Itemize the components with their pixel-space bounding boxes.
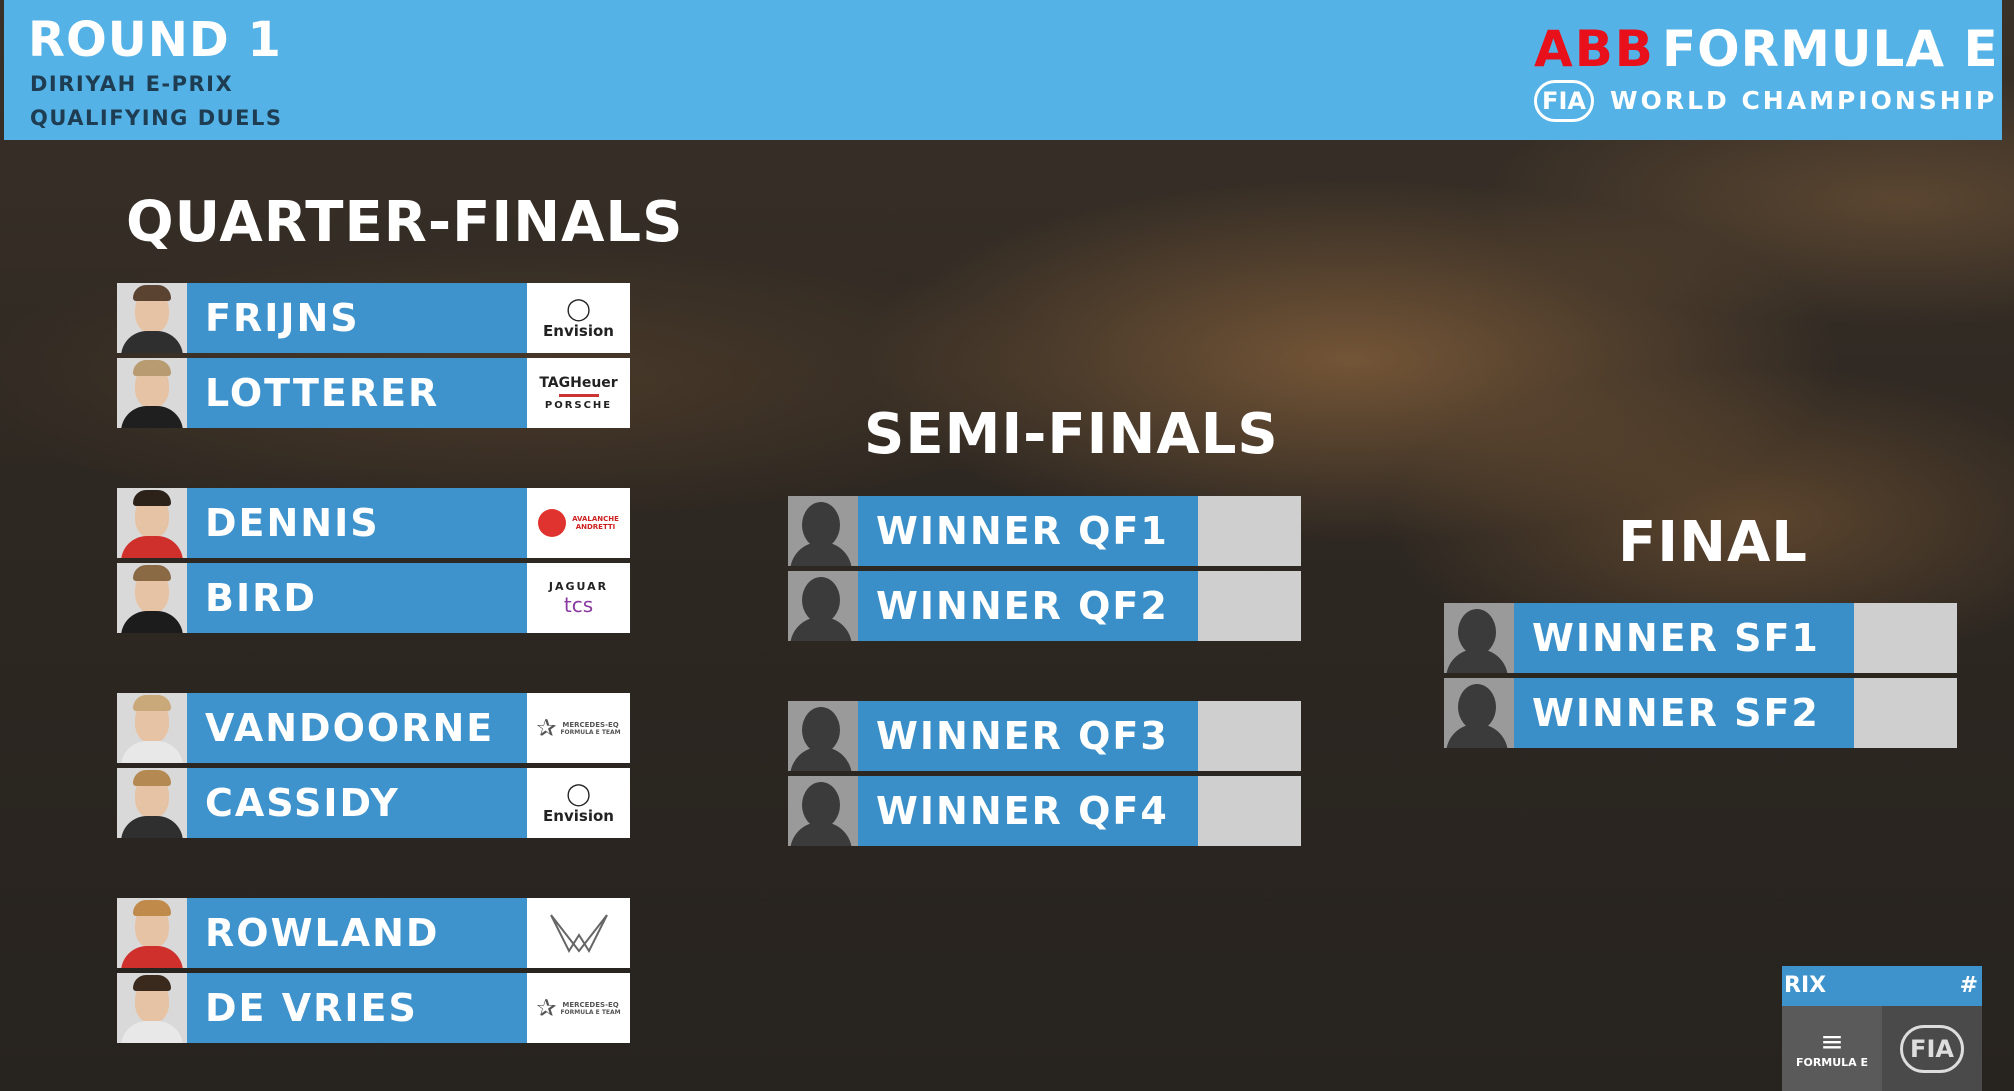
team-logo: ✰ MERCEDES-EQ FORMULA E TEAM bbox=[527, 973, 630, 1043]
header-bar: ROUND 1 DIRIYAH E-PRIX QUALIFYING DUELS … bbox=[4, 0, 2002, 140]
envision-icon: ◯ bbox=[566, 781, 591, 807]
sf-name: WINNER QF1 bbox=[858, 496, 1198, 566]
fia-logo: FIA bbox=[1534, 80, 1594, 122]
team-logo: AVALANCHE ANDRETTI bbox=[527, 488, 630, 558]
team-logo: ◯ Envision bbox=[527, 283, 630, 353]
final-name: WINNER SF1 bbox=[1514, 603, 1854, 673]
team-logo-placeholder bbox=[1198, 776, 1301, 846]
team-logo: ✰ MERCEDES-EQ FORMULA E TEAM bbox=[527, 693, 630, 763]
team-logo-placeholder bbox=[1198, 571, 1301, 641]
driver-name: CASSIDY bbox=[187, 768, 527, 838]
fia-logo-box: FIA bbox=[1882, 1006, 1982, 1091]
fia-globe-icon: FIA bbox=[1900, 1024, 1964, 1073]
championship-label: WORLD CHAMPIONSHIP bbox=[1610, 86, 1998, 115]
driver-portrait bbox=[117, 768, 187, 838]
formula-e-title: FORMULA E bbox=[1662, 20, 1999, 78]
silhouette-icon bbox=[788, 776, 858, 846]
team-logo bbox=[527, 898, 630, 968]
event-name: DIRIYAH E-PRIX bbox=[30, 72, 234, 96]
team-logo-placeholder bbox=[1854, 603, 1957, 673]
driver-name: DENNIS bbox=[187, 488, 527, 558]
session-name: QUALIFYING DUELS bbox=[30, 106, 283, 130]
envision-icon: ◯ bbox=[566, 296, 591, 322]
driver-name: LOTTERER bbox=[187, 358, 527, 428]
team-logo-placeholder bbox=[1198, 701, 1301, 771]
driver-name: BIRD bbox=[187, 563, 527, 633]
team-logo-placeholder bbox=[1854, 678, 1957, 748]
abb-logo: ABB bbox=[1534, 20, 1655, 78]
team-logo: JAGUAR tcs bbox=[527, 563, 630, 633]
mercedes-star-icon: ✰ bbox=[536, 714, 557, 742]
mercedes-star-icon: ✰ bbox=[536, 994, 557, 1022]
formula-e-logo: ≡ FORMULA E bbox=[1782, 1006, 1882, 1091]
broadcast-corner-badge: RIX # ≡ FORMULA E FIA bbox=[1782, 966, 1982, 1091]
formula-e-icon: ≡ bbox=[1820, 1025, 1844, 1058]
silhouette-icon bbox=[788, 496, 858, 566]
team-logo-placeholder bbox=[1198, 496, 1301, 566]
sf-name: WINNER QF4 bbox=[858, 776, 1198, 846]
driver-portrait bbox=[117, 358, 187, 428]
final-name: WINNER SF2 bbox=[1514, 678, 1854, 748]
mahindra-icon bbox=[549, 914, 608, 954]
avalanche-icon bbox=[538, 509, 567, 537]
quarter-finals-title: QUARTER-FINALS bbox=[126, 190, 684, 255]
driver-portrait bbox=[117, 973, 187, 1043]
round-title: ROUND 1 bbox=[28, 12, 282, 68]
driver-name: ROWLAND bbox=[187, 898, 527, 968]
driver-name: VANDOORNE bbox=[187, 693, 527, 763]
team-logo: ◯ Envision bbox=[527, 768, 630, 838]
silhouette-icon bbox=[1444, 603, 1514, 673]
final-title: FINAL bbox=[1618, 510, 1808, 575]
sf-name: WINNER QF2 bbox=[858, 571, 1198, 641]
driver-name: FRIJNS bbox=[187, 283, 527, 353]
semi-finals-title: SEMI-FINALS bbox=[864, 402, 1279, 467]
silhouette-icon bbox=[1444, 678, 1514, 748]
driver-portrait bbox=[117, 693, 187, 763]
team-logo: TAGHeuer PORSCHE bbox=[527, 358, 630, 428]
silhouette-icon bbox=[788, 571, 858, 641]
driver-portrait bbox=[117, 898, 187, 968]
corner-bar: RIX # bbox=[1782, 966, 1982, 1006]
driver-portrait bbox=[117, 283, 187, 353]
sf-name: WINNER QF3 bbox=[858, 701, 1198, 771]
driver-name: DE VRIES bbox=[187, 973, 527, 1043]
driver-portrait bbox=[117, 488, 187, 558]
silhouette-icon bbox=[788, 701, 858, 771]
driver-portrait bbox=[117, 563, 187, 633]
